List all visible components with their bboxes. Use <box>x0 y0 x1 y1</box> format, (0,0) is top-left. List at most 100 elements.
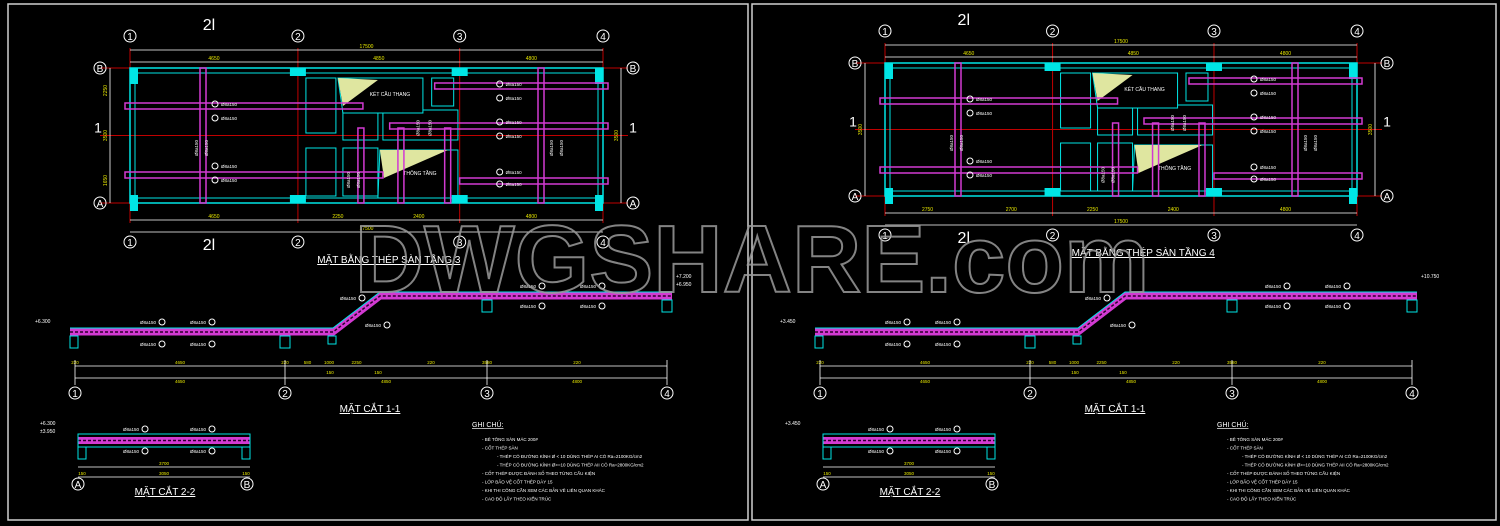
note-item: - CAO ĐỘ LẤY THEO KIẾN TRÚC <box>1227 496 1297 502</box>
axis-label: 3 <box>457 32 463 43</box>
note-item: - BÊ TÔNG SÀN MÁC 200# <box>1227 435 1283 442</box>
axis-label: 4 <box>664 389 670 400</box>
rebar-label: Ø8a150 <box>868 427 885 432</box>
rebar-label: Ø8a150 <box>1085 296 1102 301</box>
column <box>885 188 893 204</box>
column <box>1044 63 1061 71</box>
axis-label: A <box>820 480 827 491</box>
stair-hatch <box>1092 73 1133 101</box>
note-item: - THÉP CÓ ĐƯỜNG KÍNH Ø>=10 DÙNG THÉP AII… <box>497 462 644 468</box>
section-title: MẶT CẮT 1-1 <box>340 402 401 415</box>
rebar-label: Ø8a150 <box>356 171 361 188</box>
rebar-mark <box>1250 127 1258 135</box>
axis-bubble <box>1380 56 1394 70</box>
rebar-mark <box>966 109 974 117</box>
note-item: - CỐT THÉP SÀN <box>482 445 518 451</box>
rebar-label: Ø8a150 <box>976 97 993 102</box>
axis-bubble <box>660 386 674 400</box>
column <box>130 68 138 84</box>
dimension-text: 4650 <box>963 51 974 57</box>
dimension-text: 17500 <box>360 226 374 232</box>
room-outline <box>1060 72 1092 129</box>
axis-bubble <box>1023 386 1037 400</box>
rebar-label: Ø8a150 <box>1111 166 1116 183</box>
notes-title: GHI CHÚ: <box>472 420 504 429</box>
axis-bubble <box>291 235 305 249</box>
rebar-horizontal <box>433 82 609 90</box>
rebar-mark <box>1250 75 1258 83</box>
rebar-vertical <box>954 62 962 197</box>
axis-label: 1 <box>127 32 133 43</box>
dimension-text: 3500 <box>103 130 109 141</box>
stair-label: KÉT CẦU THANG <box>370 91 410 98</box>
level-label: +7.200 <box>676 274 692 280</box>
dimension-text: 3050 <box>159 471 170 476</box>
axis-label: B <box>1384 59 1391 70</box>
axis-bubble <box>453 29 467 43</box>
rebar-mark <box>953 447 961 455</box>
rebar-mark <box>158 340 166 348</box>
axis-bubble <box>596 29 610 43</box>
rebar-mark <box>903 340 911 348</box>
axis-label: B <box>630 64 637 75</box>
rebar-mark <box>208 447 216 455</box>
column <box>130 195 138 211</box>
rebar-vertical <box>357 127 365 204</box>
rebar-mark <box>211 162 219 170</box>
dimension-text: 4800 <box>572 379 583 384</box>
rebar-label: Ø8a150 <box>140 342 157 347</box>
rebar-vertical <box>1151 122 1160 197</box>
section-mark: 1 <box>629 120 637 136</box>
dimension-text: 3500 <box>858 124 864 135</box>
dimension-text: 2400 <box>1168 207 1179 213</box>
rebar-label: Ø8a150 <box>340 296 357 301</box>
note-item: - CỐT THÉP ĐƯỢC ĐÁNH SỐ THEO TỪNG CẤU KI… <box>1227 469 1340 476</box>
rebar-label: Ø8a150 <box>1313 134 1318 151</box>
axis-label: 1 <box>817 389 823 400</box>
dimension-text: 2250 <box>351 360 362 365</box>
rebar-label: Ø8a150 <box>506 170 523 175</box>
rebar-label: Ø8a150 <box>428 119 433 136</box>
slab-outline <box>822 433 996 448</box>
rebar-label: Ø8a150 <box>935 320 952 325</box>
dimension-text: 150 <box>374 370 382 375</box>
dimension-text: 2250 <box>332 214 343 220</box>
dimension-text: 580 <box>304 360 312 365</box>
plan-title: MẶT BẰNG THÉP SÀN TẦNG 3 <box>317 253 461 266</box>
axis-label: 2 <box>282 389 288 400</box>
rebar-label: Ø8a150 <box>123 449 140 454</box>
plan-tag: 2l <box>958 12 970 29</box>
rebar-mark <box>598 282 606 290</box>
rebar-label: Ø8a150 <box>1260 77 1277 82</box>
axis-label: 4 <box>600 32 606 43</box>
section-mark: 1 <box>94 120 102 136</box>
beam-section <box>481 299 493 313</box>
axis-label: 2 <box>1050 27 1056 38</box>
beam-section <box>1072 335 1082 345</box>
void-label: THÔNG TẦNG <box>403 170 436 177</box>
axis-bubble <box>626 61 640 75</box>
axis-label: 4 <box>600 238 606 249</box>
dimension-text: 4650 <box>175 360 186 365</box>
rebar-mark <box>1250 175 1258 183</box>
rebar-label: Ø8a150 <box>506 120 523 125</box>
rebar-label: Ø8a150 <box>221 102 238 107</box>
axis-label: A <box>630 199 637 210</box>
rebar-mark <box>496 180 504 188</box>
dimension-text: 150 <box>326 370 334 375</box>
axis-label: A <box>852 192 859 203</box>
rebar-horizontal <box>458 177 609 185</box>
beam-section <box>822 446 832 460</box>
rebar-label: Ø8a150 <box>1265 284 1282 289</box>
dimension-text: 4650 <box>208 56 219 62</box>
dimension-text: 4800 <box>1280 207 1291 213</box>
beam-section <box>77 446 87 460</box>
note-item: - LỚP BẢO VỆ CỐT THÉP DÀY 15 <box>482 478 553 485</box>
rebar-mark <box>1250 89 1258 97</box>
axis-bubble <box>1350 24 1364 38</box>
rebar-vertical <box>199 67 207 204</box>
axis-bubble <box>878 228 892 242</box>
axis-bubble <box>1405 386 1419 400</box>
